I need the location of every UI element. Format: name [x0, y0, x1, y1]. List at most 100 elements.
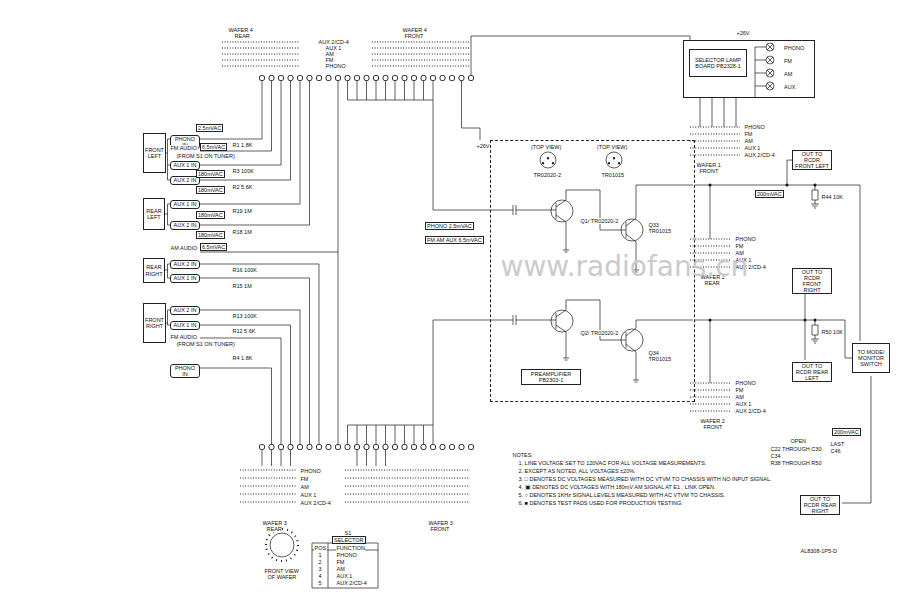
label-text: FUNCTION [336, 545, 365, 551]
label-text: PHONO [336, 552, 357, 558]
label-text: 4 [318, 573, 322, 579]
input-jack: AUX 1 IN [170, 321, 200, 330]
signal-level: SELECTOR [332, 536, 366, 544]
label-text: POS [314, 545, 327, 551]
node-text: SELECTOR LAMP BOARD PB2328-1 [691, 57, 745, 69]
signal-level: 2.5mVAC [196, 124, 223, 132]
node-text: AUX 2 IN [174, 307, 197, 313]
label-text: OPEN [790, 438, 807, 444]
label-text: R12 5.6K [232, 328, 256, 334]
input-jack: PHONO IN [170, 364, 200, 378]
node-text: PHONO IN [172, 365, 198, 377]
label-text: PHONO [300, 468, 321, 474]
label-text: AUX 1 [336, 573, 353, 579]
label-text: TR02020-2 [533, 172, 562, 178]
node-text: AUX 2 IN [174, 177, 197, 183]
node-text: FRONT LEFT [145, 147, 164, 159]
label-text: AL8308-1P5-D [800, 548, 837, 554]
node-text: AUX 2 IN [174, 261, 197, 267]
input-jack: AUX 1 IN [170, 200, 200, 209]
selector-contacts [266, 529, 298, 561]
label-text: R3 100K [232, 168, 254, 174]
board-title: SELECTOR LAMP BOARD PB2328-1 [689, 49, 747, 77]
watermark: www.radiofans.cn [500, 252, 749, 283]
node-text: OUT TO RCDR FRONT LEFT [794, 151, 830, 169]
signal-level: FM AM AUX 6.5mVAC [425, 236, 484, 244]
label-text: R1 1.8K [232, 142, 253, 148]
signal-line [695, 160, 792, 185]
label-text: 2 [318, 559, 322, 565]
label-text: R50 10K [821, 329, 843, 335]
preamp-circuit [500, 185, 693, 382]
label-text: R38 THROUGH R50 [770, 460, 822, 466]
node-text: AUX [784, 84, 795, 90]
node-text: FRONT RIGHT [145, 317, 164, 329]
label-text: PHONO [735, 236, 756, 242]
terminal-ring [262, 78, 472, 447]
label-text: 3 [318, 566, 322, 572]
node-text: PHONO [784, 45, 804, 51]
label-text: FM [300, 476, 309, 482]
transistor-symbol [621, 329, 643, 351]
label-text: PHONO [325, 63, 346, 69]
input-wiring [200, 81, 338, 444]
signal-level: PHONO 2.5mVAC [425, 222, 474, 230]
selector-wafer [270, 533, 294, 557]
transistor-symbol [621, 219, 643, 241]
label-text: (FROM S1 ON TUNER) [176, 341, 235, 347]
label-text: AUX 1 [735, 401, 752, 407]
input-jack: AUX 1 IN [170, 161, 200, 170]
lamp-symbol [766, 56, 774, 64]
label-text: R2 5.6K [232, 184, 253, 190]
label-text: Q2/ TR02020-2 [580, 330, 619, 336]
label-text: AUX 2/CD-4 [744, 152, 775, 158]
transistor-pins [542, 157, 620, 164]
label-text: AM [744, 138, 753, 144]
transistor-symbol [551, 310, 573, 332]
label-text: AUX 1 [744, 145, 761, 151]
label-text: FM [744, 131, 753, 137]
label-text: R15 1M [232, 283, 252, 289]
node-text: AM [784, 71, 792, 77]
input-jack: AUX 2 IN [170, 306, 200, 315]
node-text: REAR RIGHT [145, 264, 163, 276]
label-text: Q1/ TR02020-2 [580, 218, 619, 224]
label-text: FM [336, 559, 345, 565]
transistor-symbol [551, 200, 573, 222]
label-text: 5 [318, 580, 322, 586]
channel-group: REAR LEFT [143, 198, 165, 230]
node-text: TO MODE/ MONITOR SWITCH [854, 349, 888, 367]
node-text: AUX 1 IN [174, 162, 197, 168]
label-text: NOTES: [512, 452, 533, 458]
label-text: 2. EXCEPT AS NOTED, ALL VOLTAGES ±20%. [518, 468, 636, 474]
board-title: PREAMPLIFIER PB2303-1 [521, 369, 581, 385]
lamp-symbol [766, 43, 774, 51]
label-text: C34 [770, 453, 781, 459]
label-text: C22 THROUGH C30 [770, 446, 822, 452]
node-text: (TOP VIEW) [597, 144, 627, 150]
node-text: AUX 1 IN [174, 201, 197, 207]
terminal-ring [262, 78, 472, 447]
signal-line [695, 320, 852, 358]
signal-level: 180mVAC [196, 211, 225, 219]
label-text: 3. □ DENOTES DC VOLTAGES MEASURED WITH D… [518, 476, 772, 482]
label-text: AM AUDIO [170, 245, 198, 251]
label-text: AM [300, 484, 309, 490]
label-text: AM [336, 566, 345, 572]
label-text: REAR [266, 526, 282, 532]
transistor-top-view [606, 152, 622, 168]
signal-level: 180mVAC [196, 170, 225, 178]
label-text: FRONT [703, 424, 723, 430]
label-text: TR01015 [601, 172, 625, 178]
label-text: R44 10K [821, 194, 843, 200]
transistor-top-view [540, 152, 556, 168]
label-text: TR01015 [648, 356, 672, 362]
label-text: AUX 1 [300, 492, 317, 498]
node-text: OUT TO RCDR FRONT RIGHT [794, 269, 830, 293]
label-text: 6. ■ DENOTES TEST PADS USED FOR PRODUCTI… [518, 500, 683, 506]
label-text: +26V [736, 30, 750, 36]
lamp-board: PHONOFMAMAUXSELECTOR LAMP BOARD PB2328-1 [683, 40, 815, 98]
